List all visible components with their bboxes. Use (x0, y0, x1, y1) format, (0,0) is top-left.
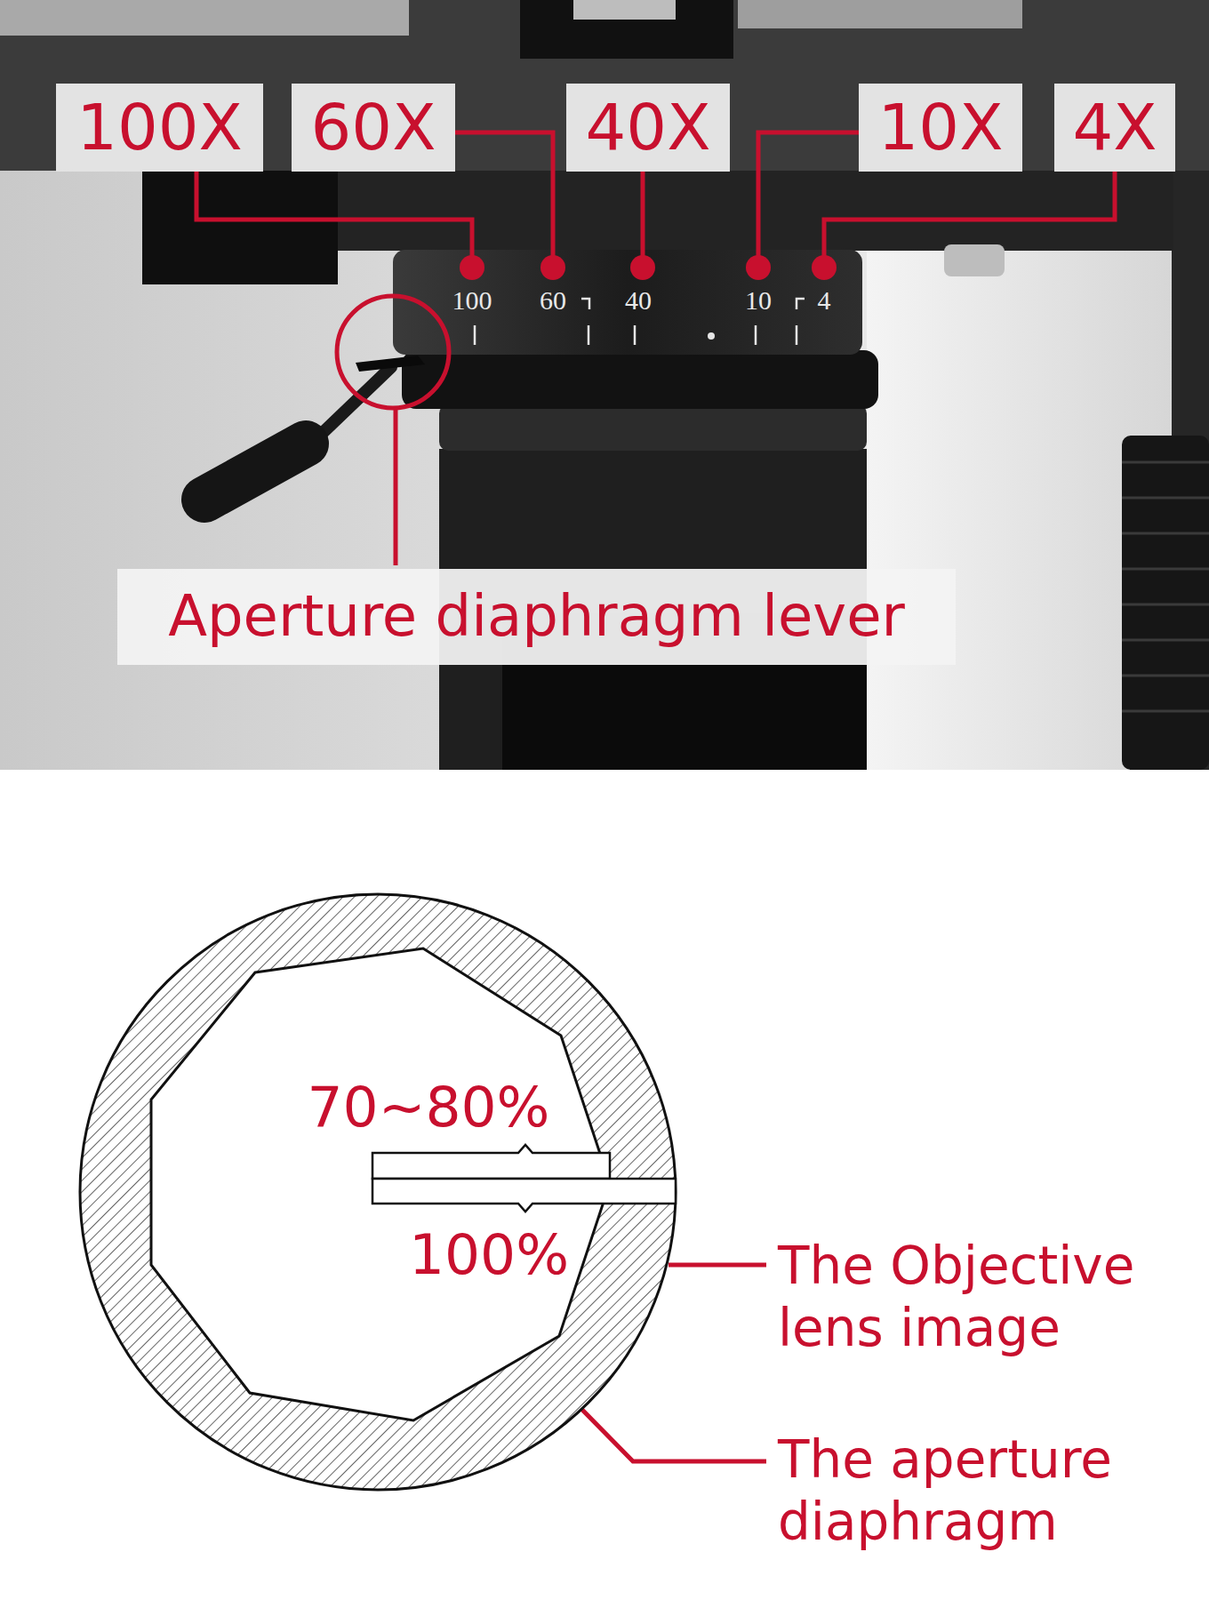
stage-clip (737, 0, 1023, 29)
ridge (1121, 461, 1209, 465)
photo-background (0, 0, 1209, 770)
label-box: 60X (291, 83, 456, 172)
marker-dot (459, 255, 485, 281)
stage-plate (0, 0, 1209, 171)
stage-clip (0, 0, 409, 36)
ridge (1121, 496, 1209, 500)
turret-ring (392, 249, 863, 355)
label-text: 60X (311, 90, 437, 165)
leader-line (393, 408, 399, 566)
label-box: 4X (1054, 83, 1176, 172)
measure-bar (372, 1178, 676, 1212)
focus-knob (1121, 435, 1209, 770)
diaphragm-drawing (71, 885, 685, 1499)
callout-label: The Objective lens image (777, 1235, 1198, 1360)
ridge (1121, 639, 1209, 642)
dial-number: 40 (624, 284, 652, 317)
ridge (1121, 568, 1209, 571)
marker-dot (811, 255, 837, 281)
label-text: Aperture diaphragm lever (168, 584, 905, 650)
bracket-mark (796, 298, 805, 310)
dial-number: 4 (817, 284, 832, 317)
ring-dot (707, 332, 715, 340)
ridge (1121, 710, 1209, 713)
marker-dots (459, 255, 837, 281)
stage-clip (573, 0, 676, 20)
under-stage-block (142, 170, 338, 285)
dial-number: 60 (539, 284, 567, 317)
tick (633, 325, 637, 345)
lever-knob (204, 443, 306, 500)
dial-number: 100 (452, 284, 493, 317)
percentage-label: 100% (408, 1223, 569, 1288)
label-text: 100X (76, 90, 243, 165)
measure-bar (372, 1144, 610, 1179)
marker-dot (630, 255, 656, 281)
label-text: 10X (878, 90, 1004, 165)
tick (795, 325, 799, 345)
diaphragm-blades (80, 894, 676, 1490)
condenser-screw (944, 244, 1005, 277)
tick (587, 325, 591, 345)
dial-number: 10 (744, 284, 772, 317)
percentage-label: 70~80% (307, 1075, 551, 1140)
knob-ridges (1121, 462, 1209, 712)
label-box: 10X (858, 83, 1023, 172)
tick (473, 325, 477, 345)
label-text: 4X (1072, 90, 1157, 165)
label-box: 100X (56, 83, 264, 172)
diagram-background (0, 769, 1209, 1600)
label-box: 40X (566, 83, 730, 172)
leader-line (668, 1263, 767, 1268)
ridge (1121, 674, 1209, 678)
highlight-circle (336, 296, 449, 409)
diaphragm-view: 70~80% 100% (71, 885, 685, 1499)
bracket-mark (581, 298, 590, 310)
condenser-flange (401, 350, 879, 409)
ridge (1121, 603, 1209, 607)
lever-tip (355, 355, 425, 372)
callout-label: The aperture diaphragm (777, 1429, 1198, 1554)
objective-lens-image (80, 894, 676, 1490)
label-text: 40X (585, 90, 712, 165)
label-box: Aperture diaphragm lever (117, 568, 956, 665)
marker-dot (540, 255, 566, 281)
tick (754, 325, 758, 345)
ridge (1121, 532, 1209, 536)
leader-lines (196, 132, 1115, 566)
stage-opening (520, 0, 734, 59)
marker-dot (745, 255, 771, 281)
condenser-ring (439, 404, 867, 451)
